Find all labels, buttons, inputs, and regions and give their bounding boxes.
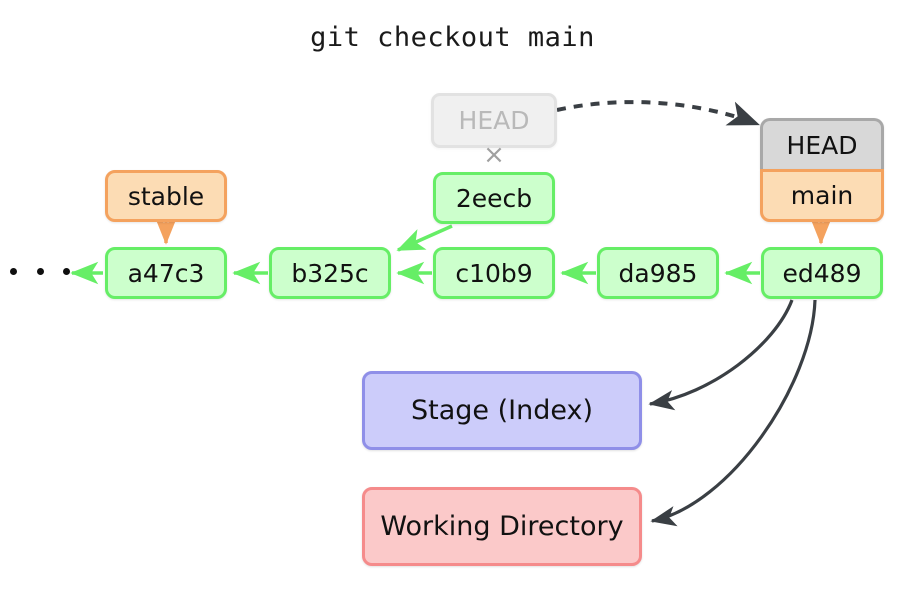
edge-head-move bbox=[556, 100, 760, 126]
commit-label: da985 bbox=[618, 258, 698, 288]
command-title: git checkout main bbox=[310, 22, 595, 53]
working-directory-box[interactable]: Working Directory bbox=[362, 487, 642, 566]
commit-label: a47c3 bbox=[127, 258, 205, 288]
commit-node-2eecb[interactable]: 2eecb bbox=[433, 172, 555, 224]
commit-node-da985[interactable]: da985 bbox=[597, 247, 719, 299]
ellipsis-dot bbox=[63, 267, 70, 275]
head-text: HEAD bbox=[786, 130, 858, 160]
head-detach-x-icon: × bbox=[483, 140, 505, 170]
commit-label: c10b9 bbox=[455, 258, 533, 288]
branch-name: main bbox=[790, 181, 854, 210]
edge-ed489-to-workdir bbox=[650, 299, 817, 527]
commit-node-b325c[interactable]: b325c bbox=[269, 247, 391, 299]
stage-index-box[interactable]: Stage (Index) bbox=[362, 371, 642, 450]
commit-label: b325c bbox=[291, 258, 369, 288]
commit-label: 2eecb bbox=[455, 183, 533, 213]
branch-name: stable bbox=[127, 181, 205, 211]
ellipsis-dot bbox=[36, 267, 44, 275]
branch-label-main[interactable]: main bbox=[760, 169, 884, 222]
ellipsis-dot bbox=[10, 267, 17, 275]
working-directory-label: Working Directory bbox=[380, 511, 624, 542]
edge-ed489-to-stage bbox=[648, 299, 794, 411]
branch-label-stable[interactable]: stable bbox=[105, 170, 227, 222]
commit-node-c10b9[interactable]: c10b9 bbox=[433, 247, 555, 299]
stage-index-label: Stage (Index) bbox=[411, 395, 593, 426]
head-label-current[interactable]: HEAD bbox=[760, 118, 884, 169]
commit-label: ed489 bbox=[782, 258, 862, 288]
history-ellipsis bbox=[10, 256, 70, 286]
head-label-previous: HEAD bbox=[431, 93, 557, 148]
head-text: HEAD bbox=[458, 106, 530, 135]
commit-node-a47c3[interactable]: a47c3 bbox=[105, 247, 227, 299]
commit-node-ed489[interactable]: ed489 bbox=[761, 247, 883, 299]
